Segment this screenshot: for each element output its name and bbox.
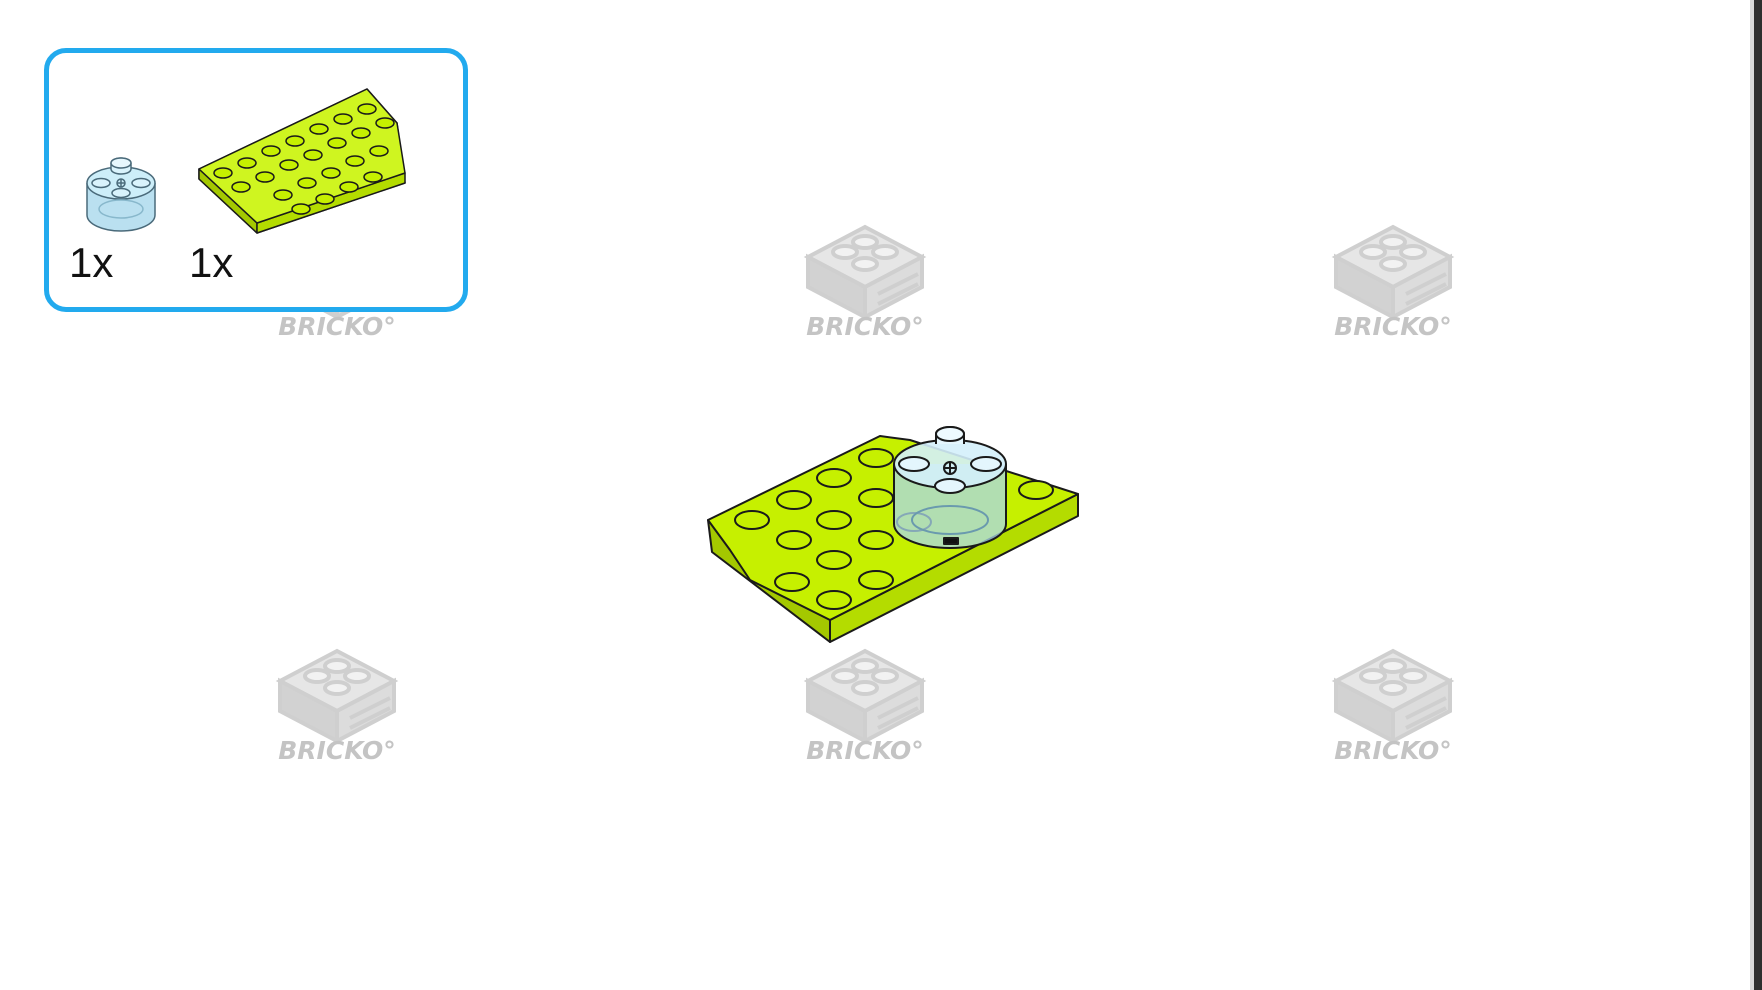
watermark: BRICKO° (1328, 636, 1458, 776)
watermark: BRICKO° (800, 212, 930, 352)
round-brick-2x2-icon (86, 157, 156, 232)
watermark-text: BRICKO° (806, 736, 924, 765)
part-quantity: 1x (69, 239, 114, 286)
watermark-text: BRICKO° (1334, 312, 1452, 341)
brick-logo-icon (1331, 648, 1455, 745)
assembled-model (700, 410, 1090, 650)
brick-logo-icon (803, 648, 927, 745)
brick-logo-icon (275, 648, 399, 745)
watermark-text: BRICKO° (1334, 736, 1452, 765)
page-edge (1750, 0, 1754, 990)
model-step-illustration (707, 426, 1079, 643)
parts-list-box: 1x (44, 48, 468, 312)
brick-logo-icon (1331, 224, 1455, 321)
part-wedge-plate (197, 83, 437, 243)
watermark: BRICKO° (272, 636, 402, 776)
watermark-text: BRICKO° (806, 312, 924, 341)
brick-logo-icon (803, 224, 927, 321)
part-quantity: 1x (189, 239, 234, 286)
wedge-plate-4x6-icon (198, 88, 406, 234)
watermark: BRICKO° (800, 636, 930, 776)
watermark-text: BRICKO° (278, 312, 396, 341)
watermark-text: BRICKO° (278, 736, 396, 765)
watermark: BRICKO° (1328, 212, 1458, 352)
part-round-brick (81, 149, 161, 239)
scrollbar-edge (1754, 0, 1762, 990)
